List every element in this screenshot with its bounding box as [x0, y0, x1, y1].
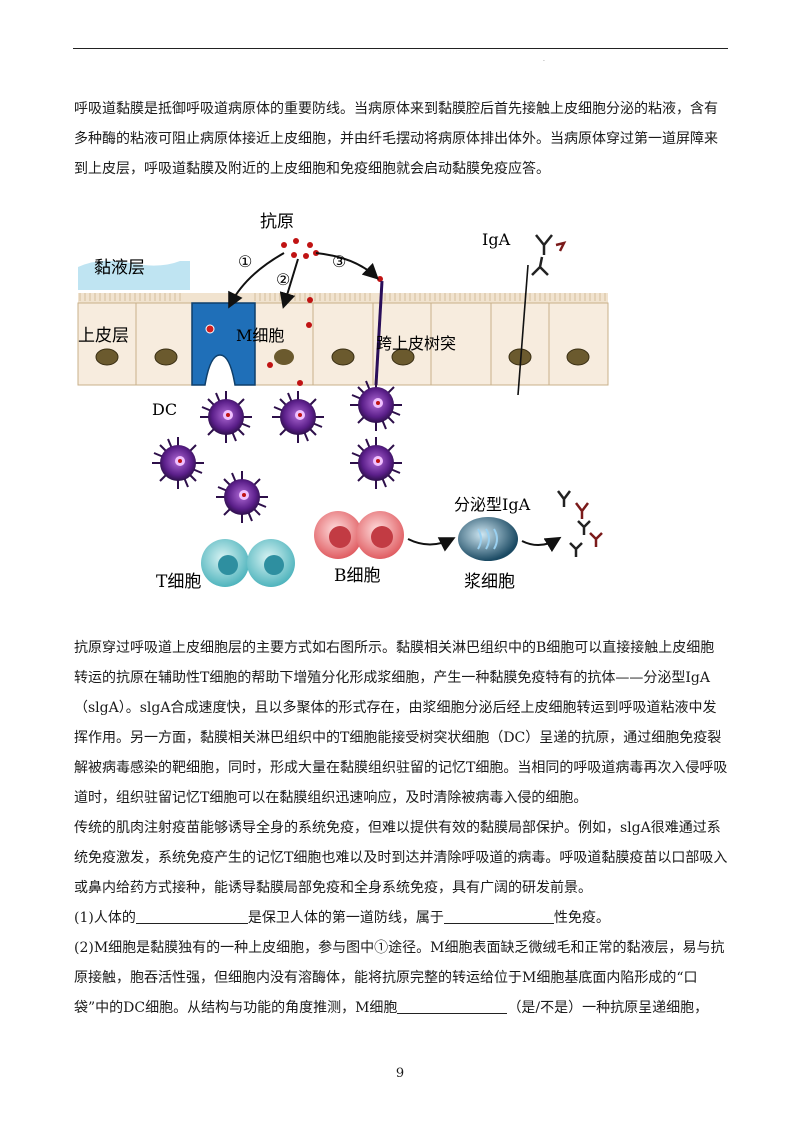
label-t-cell: T细胞 — [156, 572, 201, 592]
q2-suffix: （是/不是）一种抗原呈递细胞， — [507, 1000, 709, 1016]
label-dc: DC — [152, 400, 177, 419]
q1-middle: 是保卫人体的第一道防线，属于 — [247, 910, 444, 926]
question-1: (1)人体的 是保卫人体的第一道防线，属于 性免疫。 — [74, 903, 728, 933]
label-mucus-layer: 黏液层 — [94, 258, 145, 278]
trans-dendrite-process — [374, 280, 384, 386]
plasma-cell — [458, 517, 518, 561]
plasma-to-iga-arrow — [521, 536, 562, 553]
mucus-layer-shape — [78, 260, 190, 290]
paragraph-antigen-pathways: 抗原穿过呼吸道上皮细胞层的主要方式如右图所示。黏膜相关淋巴组织中的B细胞可以直接… — [74, 640, 728, 806]
label-secretory-iga: 分泌型IgA — [454, 495, 531, 514]
route3-arrow — [315, 252, 379, 280]
t-cells — [201, 539, 295, 587]
secreted-iga-molecules — [557, 490, 603, 557]
q1-suffix: 性免疫。 — [553, 910, 610, 926]
iga-transport-line — [517, 264, 529, 396]
dc-cells — [152, 379, 402, 523]
iga-molecules-top — [531, 234, 567, 276]
label-iga: IgA — [482, 230, 511, 249]
header-rule — [73, 48, 728, 49]
label-route3: ③ — [332, 252, 346, 271]
m-cell-shape — [191, 302, 256, 386]
figure-svg: 抗原 ① ② ③ 黏液层 上皮层 M细胞 跨上皮树突 IgA DC T细胞 B细… — [77, 212, 609, 592]
label-trans-dendrite: 跨上皮树突 — [376, 334, 456, 353]
label-plasma-cell: 浆细胞 — [464, 572, 515, 592]
intro-paragraph: 呼吸道黏膜是抵御呼吸道病原体的重要防线。当病原体来到黏膜腔后首先接触上皮细胞分泌… — [74, 101, 718, 177]
q1-prefix: (1)人体的 — [74, 910, 136, 926]
b-cells — [314, 511, 404, 559]
label-epithelium: 上皮层 — [78, 326, 129, 346]
label-m-cell: M细胞 — [236, 326, 284, 345]
page-number: 9 — [395, 1066, 405, 1081]
q2-text: (2)M细胞是黏膜独有的一种上皮细胞，参与图中①途径。M细胞表面缺乏微绒毛和正常… — [74, 940, 725, 1016]
route2-arrow — [279, 258, 299, 309]
q1-blank-1[interactable] — [135, 909, 248, 924]
question-2: (2)M细胞是黏膜独有的一种上皮细胞，参与图中①途径。M细胞表面缺乏微绒毛和正常… — [74, 933, 728, 1023]
b-to-plasma-arrow — [407, 537, 456, 552]
header-dot: . — [543, 56, 545, 63]
route1-arrow — [228, 252, 285, 309]
q2-blank[interactable] — [397, 999, 508, 1014]
mucosal-immunity-figure: 抗原 ① ② ③ 黏液层 上皮层 M细胞 跨上皮树突 IgA DC T细胞 B细… — [70, 205, 610, 605]
label-route2: ② — [276, 270, 290, 289]
paragraph-vaccine: 传统的肌肉注射疫苗能够诱导全身的系统免疫，但难以提供有效的黏膜局部保护。例如，s… — [74, 820, 728, 896]
label-antigen: 抗原 — [260, 212, 294, 232]
epithelial-layer — [77, 293, 609, 386]
label-route1: ① — [238, 252, 252, 271]
q1-blank-2[interactable] — [443, 909, 554, 924]
label-b-cell: B细胞 — [334, 566, 381, 586]
